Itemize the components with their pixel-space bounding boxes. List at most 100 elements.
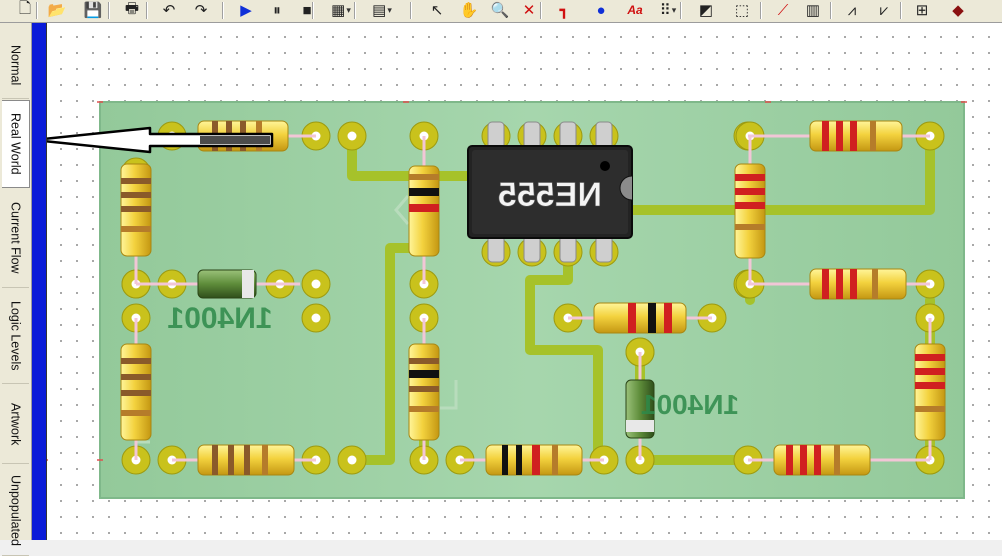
resistor[interactable]	[408, 343, 440, 441]
track-button[interactable]: ┓	[553, 0, 575, 20]
color-band	[121, 358, 151, 364]
undo-button[interactable]: ↶	[158, 0, 180, 20]
color-band	[870, 121, 876, 151]
color-band	[915, 406, 945, 412]
resistor[interactable]	[408, 165, 440, 257]
color-band	[409, 406, 439, 412]
color-band	[121, 226, 151, 232]
toolbar-separator	[312, 2, 314, 19]
color-band	[409, 188, 439, 196]
pan-hand-icon: ✋	[459, 2, 479, 19]
color-band	[786, 445, 793, 475]
cathode-band	[242, 270, 254, 298]
redo-button[interactable]: ↷	[190, 0, 212, 20]
new-file-button[interactable]: 🗋	[14, 0, 36, 20]
pad-hole	[311, 313, 321, 323]
print-button[interactable]: 🖶	[120, 0, 144, 20]
color-band	[872, 269, 878, 299]
resistor[interactable]	[593, 302, 687, 334]
ne555-ic[interactable]: NE555	[467, 121, 633, 263]
pin1-marker-icon	[600, 161, 610, 171]
pad-button[interactable]: ●	[590, 0, 612, 20]
toolbar-separator	[410, 2, 412, 19]
resistor[interactable]	[120, 343, 152, 441]
tab-label: Artwork	[8, 402, 23, 446]
track	[745, 131, 935, 215]
color-band	[502, 445, 508, 475]
undo-icon: ↶	[162, 2, 176, 19]
text-icon: Aa	[627, 3, 643, 17]
vertical-scrollbar[interactable]	[32, 23, 47, 540]
component-gallery-button[interactable]: ▦	[326, 0, 356, 20]
resistor[interactable]	[914, 343, 946, 441]
color-band	[121, 410, 151, 416]
board-outline-button[interactable]: ◩	[694, 0, 718, 20]
toolbar-separator	[222, 2, 224, 19]
tab-artwork[interactable]: Artwork	[2, 385, 29, 464]
resistor[interactable]	[120, 163, 152, 257]
select-pointer-button[interactable]: ↖	[426, 0, 448, 20]
diode-left[interactable]	[197, 269, 257, 299]
properties-button[interactable]: ⊞	[910, 0, 934, 20]
track	[525, 247, 603, 465]
layout-options-button[interactable]: ▤	[366, 0, 398, 20]
tab-unpopulated[interactable]: Unpopulated	[2, 465, 29, 556]
color-band	[834, 445, 840, 475]
tab-logic-levels[interactable]: Logic Levels	[2, 289, 29, 384]
diode-left-label: 1N4001	[167, 302, 272, 335]
color-band	[628, 303, 636, 333]
open-folder-button[interactable]: 📂	[46, 0, 68, 20]
color-band	[532, 445, 540, 475]
tab-label: Current Flow	[8, 202, 23, 274]
probe-button[interactable]: ⟋	[772, 0, 794, 20]
tab-current-flow[interactable]: Current Flow	[2, 189, 29, 288]
run-button[interactable]: ▶	[237, 0, 255, 20]
component-button[interactable]: ⠿	[654, 0, 682, 20]
open-folder-icon: 📂	[47, 2, 67, 19]
pan-hand-button[interactable]: ✋	[457, 0, 481, 20]
pad-hole	[347, 455, 357, 465]
meter-button[interactable]: ▥	[802, 0, 824, 20]
resistor[interactable]	[734, 163, 766, 259]
meter-icon: ▥	[805, 2, 821, 19]
color-band	[409, 174, 439, 180]
color-band	[409, 204, 439, 212]
component-icon: ⠿	[659, 2, 671, 19]
toolbar: 🗋 📂 💾 🖶 ↶ ↷ ▶ ⏸ ■ ▦ ▤ ↖ ✋ 🔍 ✕ ┓ ● Aa ⠿ ◩ ⬚ ⟋ ▥ ⩘ ⩗ ⊞ ◆	[0, 0, 1002, 23]
delete-button[interactable]: ✕	[518, 0, 540, 20]
text-button[interactable]: Aa	[622, 0, 648, 20]
diode-right[interactable]	[625, 379, 655, 439]
pause-button[interactable]: ⏸	[268, 0, 286, 20]
pad-hole	[311, 279, 321, 289]
color-band	[915, 368, 945, 375]
toolbar-separator	[680, 2, 682, 19]
zoom-button[interactable]: 🔍	[489, 0, 511, 20]
resistor[interactable]	[773, 444, 871, 476]
save-button[interactable]: 💾	[82, 0, 104, 20]
resistor[interactable]	[809, 268, 907, 300]
color-band	[121, 390, 151, 396]
tab-normal[interactable]: Normal	[2, 33, 29, 99]
tab-label: Logic Levels	[8, 301, 23, 371]
component-wizard-button[interactable]: ◆	[946, 0, 970, 20]
color-band	[244, 445, 250, 475]
autoroute-button[interactable]: ⩗	[872, 0, 896, 20]
resistor[interactable]	[197, 444, 295, 476]
board-outline-icon: ◩	[698, 2, 714, 19]
resistor[interactable]	[809, 120, 903, 152]
stop-button[interactable]: ■	[298, 0, 316, 20]
color-band	[121, 206, 151, 212]
tab-real-world[interactable]: Real World	[2, 100, 30, 188]
tab-label: Normal	[8, 45, 23, 86]
resistor[interactable]	[485, 444, 583, 476]
color-band	[552, 445, 558, 475]
route-button[interactable]: ⩘	[840, 0, 864, 20]
color-band	[121, 374, 151, 380]
color-band	[664, 303, 672, 333]
color-band	[800, 445, 807, 475]
rectangle-button[interactable]: ⬚	[731, 0, 753, 20]
pcb-canvas[interactable]: NE555 1N4001 1N4001	[32, 23, 1002, 540]
route-icon: ⩘	[847, 1, 857, 19]
toolbar-separator	[540, 2, 542, 19]
select-pointer-icon: ↖	[430, 2, 444, 19]
